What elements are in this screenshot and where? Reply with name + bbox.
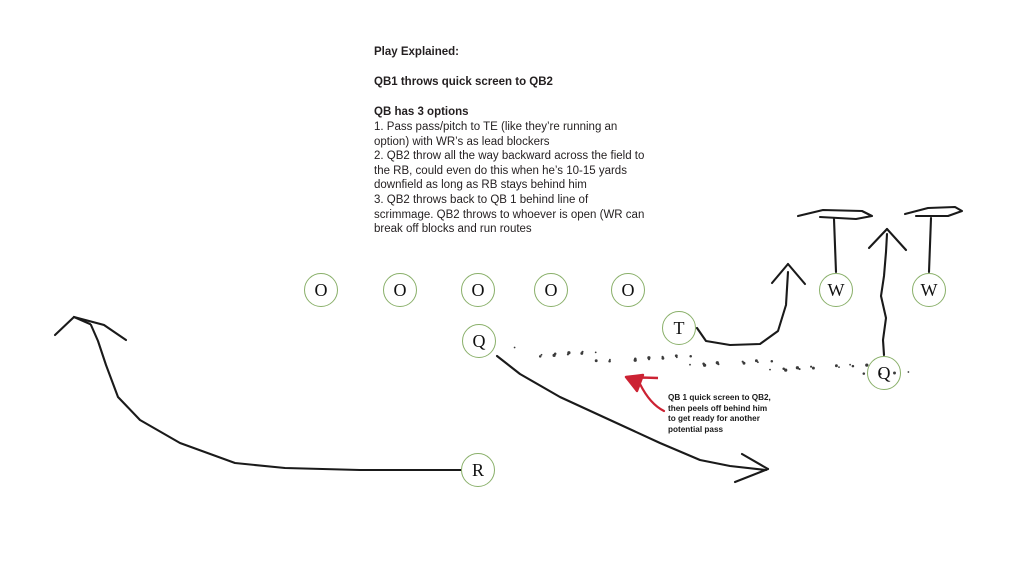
qb2-route-stem (879, 232, 889, 357)
pass-dot (769, 368, 771, 371)
pass-dot (741, 360, 744, 363)
player-label: Q (472, 331, 486, 351)
player-label: O (544, 280, 558, 300)
pass-dot (810, 365, 813, 368)
wr2-block-bar (903, 205, 964, 218)
play-explanation-notes: Play Explained: QB1 throws quick screen … (374, 45, 649, 237)
qb2-route-arrowhead-left (867, 227, 889, 250)
player-label: O (393, 280, 407, 300)
notes-option-line: 1. Pass pass/pitch to TE (like they’re r… (374, 121, 618, 133)
pass-dot (811, 366, 815, 370)
notes-spacer-1 (374, 60, 649, 75)
player-marker-wr-1[interactable]: W (819, 273, 853, 307)
player-label: R (471, 460, 484, 480)
player-label: O (621, 280, 635, 300)
player-marker-ol-5[interactable]: O (611, 273, 645, 307)
pass-dot (553, 352, 557, 356)
pass-dot (538, 355, 542, 358)
pass-dot (754, 359, 758, 363)
player-label: W (827, 280, 845, 300)
pass-dot (594, 359, 598, 363)
wr2-route-stem (927, 216, 933, 274)
pass-dot (594, 351, 597, 354)
pass-dot (907, 371, 910, 373)
pass-dot (851, 364, 855, 368)
player-marker-ol-3[interactable]: O (461, 273, 495, 307)
notes-option-line: option) with WR’s as lead blockers (374, 135, 550, 148)
notes-spacer-2 (374, 90, 649, 105)
callout-line: QB 1 quick screen to QB2, (668, 393, 771, 402)
pass-dot (689, 355, 692, 358)
pass-dot (702, 362, 705, 365)
notes-option-line: 3. QB2 throws back to QB 1 behind line o… (374, 193, 589, 206)
player-marker-wr-2[interactable]: W (912, 273, 946, 307)
player-marker-qb-1[interactable]: Q (462, 324, 496, 358)
qb2-route-arrowhead-right (885, 227, 908, 252)
notes-option-line: downfield as long as RB stays behind him (374, 179, 587, 192)
pass-dot (795, 366, 800, 370)
pass-dot (782, 367, 785, 370)
callout-line: potential pass (668, 424, 724, 434)
pass-dot (661, 355, 664, 358)
callout-arrow-head (624, 373, 659, 393)
pass-dot (689, 363, 691, 366)
pass-dot (581, 350, 584, 353)
pass-dot (540, 353, 543, 356)
player-marker-rb[interactable]: R (461, 453, 495, 487)
callout-line: then peels off behind him (668, 403, 768, 413)
player-marker-ol-2[interactable]: O (383, 273, 417, 307)
pass-dot (608, 360, 611, 363)
pass-dot (798, 368, 801, 371)
pass-dot (609, 358, 611, 361)
player-label: O (471, 280, 485, 300)
player-label: O (314, 280, 328, 300)
qb1-route-arrowhead-lower (733, 467, 770, 484)
pass-dot (715, 361, 719, 365)
pass-dot (757, 361, 759, 364)
pass-dot (834, 364, 838, 368)
player-label: T (673, 318, 685, 338)
player-marker-te[interactable]: T (662, 311, 696, 345)
player-marker-ol-4[interactable]: O (534, 273, 568, 307)
te-route-line (695, 270, 790, 347)
callout-text: QB 1 quick screen to QB2, then peels off… (668, 393, 780, 435)
notes-option-line: 2. QB2 throw all the way backward across… (374, 150, 645, 163)
notes-option-line: scrimmage. QB2 throws to whoever is open… (374, 208, 645, 221)
te-route-arrowhead-left (770, 262, 790, 285)
pass-dot (838, 366, 840, 368)
pass-dot (567, 351, 571, 355)
pass-dot (513, 346, 516, 349)
rb-route-line (89, 323, 463, 472)
pass-dot (784, 368, 788, 372)
notes-option-line: break off blocks and run routes (374, 223, 532, 236)
pass-dot (674, 354, 678, 358)
wr1-route-stem (832, 217, 838, 274)
notes-title: Play Explained: (374, 46, 460, 58)
notes-options-heading: QB has 3 options (374, 106, 469, 118)
te-route-arrowhead-right (786, 262, 807, 286)
pass-dot (634, 357, 637, 361)
qb1-route-line (495, 354, 768, 472)
wr1-block-bar (796, 208, 874, 221)
callout-line: to get ready for another (668, 414, 760, 424)
player-label: Q (877, 363, 891, 383)
pass-dot (862, 372, 866, 375)
notes-summary: QB1 throws quick screen to QB2 (374, 76, 553, 88)
qb1-route-arrowhead-upper (740, 452, 770, 471)
notes-option-line: the RB, could even do this when he’s 10-… (374, 164, 627, 177)
callout-arrow-icon (638, 382, 666, 413)
player-label: W (920, 280, 938, 300)
player-marker-ol-1[interactable]: O (304, 273, 338, 307)
rb-route-arrowhead-right (72, 315, 128, 342)
pass-dot (849, 363, 851, 366)
player-marker-qb-2[interactable]: Q (867, 356, 901, 390)
pass-trajectory-dots (513, 346, 910, 376)
pass-dot (647, 356, 651, 360)
pass-dot (770, 359, 774, 363)
